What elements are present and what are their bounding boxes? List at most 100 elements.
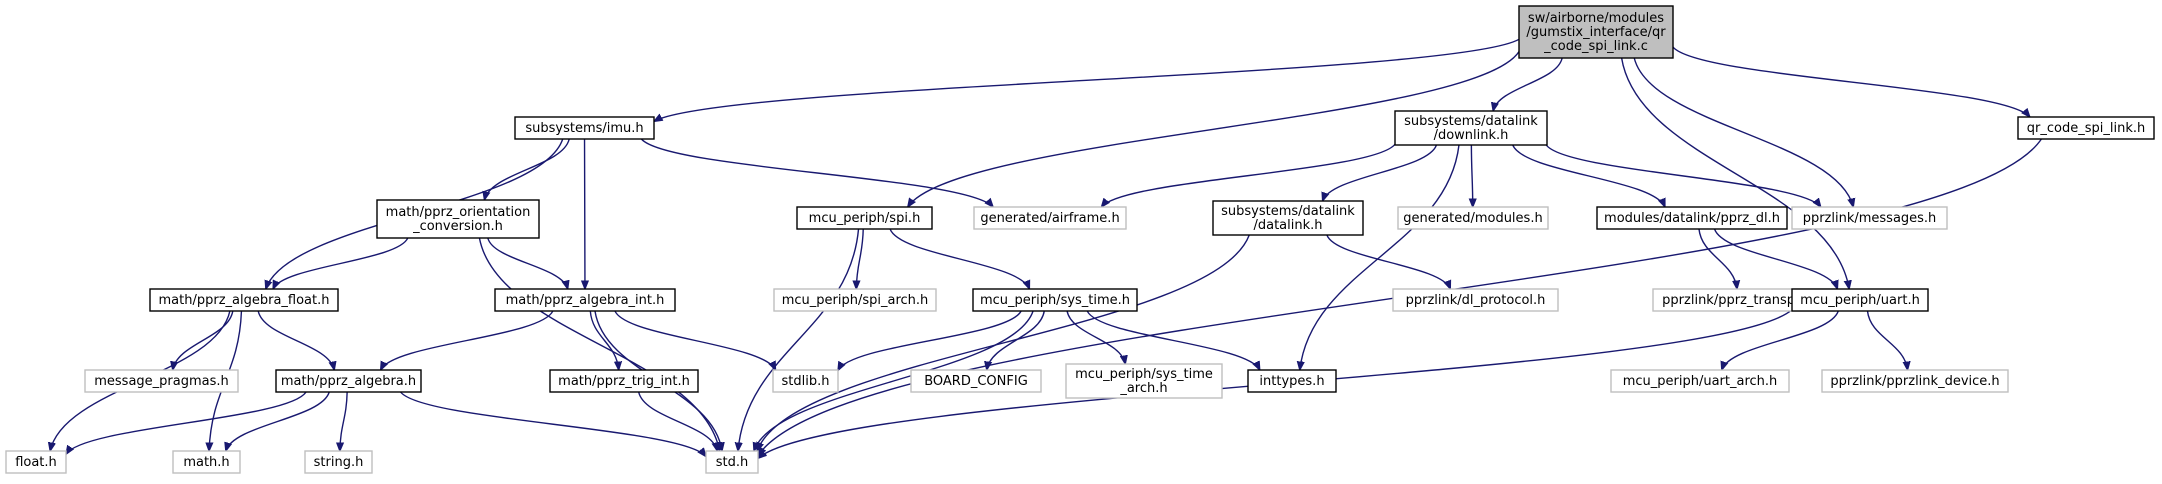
node-label-line: std.h	[716, 455, 749, 470]
node-label-line: math/pprz_orientation	[386, 205, 531, 220]
node-label-line: mcu_periph/sys_time	[1075, 367, 1213, 382]
edge-root-to-spi	[908, 51, 1520, 207]
node-pprz-transport: pprzlink/pprz_transport.h	[1652, 288, 1836, 312]
node-datalink[interactable]: subsystems/datalink/datalink.h	[1212, 200, 1364, 236]
node-label-line: generated/airframe.h	[980, 211, 1119, 226]
nodes-layer: sw/airborne/modules/gumstix_interface/qr…	[5, 5, 2155, 474]
edge-orient-to-alg-float	[273, 237, 409, 289]
node-label: math/pprz_algebra_int.h	[506, 293, 665, 308]
node-label-line: mcu_periph/spi.h	[809, 211, 921, 226]
node-box	[796, 206, 933, 230]
edge-algebra-to-math-h	[226, 391, 330, 451]
node-label: math/pprz_algebra_float.h	[159, 293, 330, 308]
node-label: generated/modules.h	[1403, 211, 1542, 226]
node-label-line: mcu_periph/sys_time.h	[980, 293, 1130, 308]
node-box	[1610, 369, 1790, 393]
node-label-line: subsystems/datalink	[1221, 204, 1355, 219]
node-board-config: BOARD_CONFIG	[910, 369, 1042, 393]
node-label: math/pprz_trig_int.h	[558, 374, 690, 389]
node-label-line: math/pprz_algebra_float.h	[159, 293, 330, 308]
node-algebra[interactable]: math/pprz_algebra.h	[275, 369, 422, 393]
node-box	[1791, 206, 1948, 230]
node-box	[275, 369, 422, 393]
node-label-line: /downlink.h	[1434, 128, 1509, 143]
node-label-line: math/pprz_algebra_int.h	[506, 293, 665, 308]
edge-alg-int-to-stdlib	[614, 310, 776, 370]
edge-imu-to-airframe	[640, 138, 993, 207]
node-box	[376, 199, 540, 239]
node-downlink[interactable]: subsystems/datalink/downlink.h	[1394, 110, 1548, 146]
node-box	[494, 288, 676, 312]
node-orient[interactable]: math/pprz_orientation_conversion.h	[376, 199, 540, 239]
node-stdlib: stdlib.h	[772, 369, 839, 393]
node-label: subsystems/datalink/downlink.h	[1404, 114, 1538, 143]
edge-trig-int-to-std-h	[637, 391, 718, 451]
node-box	[1821, 369, 2009, 393]
node-airframe: generated/airframe.h	[973, 206, 1127, 230]
edge-downlink-to-inttypes	[1300, 144, 1460, 370]
node-messages: pprzlink/messages.h	[1791, 206, 1948, 230]
node-label: string.h	[314, 455, 364, 470]
node-qr-h[interactable]: qr_code_spi_link.h	[2017, 116, 2155, 140]
node-label: pprzlink/pprz_transport.h	[1662, 293, 1826, 308]
node-modules: generated/modules.h	[1397, 206, 1549, 230]
edge-alg-float-to-algebra	[257, 310, 334, 370]
node-box	[972, 288, 1138, 312]
node-imu[interactable]: subsystems/imu.h	[514, 116, 655, 140]
node-box	[705, 450, 759, 474]
node-box	[2017, 116, 2155, 140]
node-label: mcu_periph/uart_arch.h	[1623, 374, 1778, 389]
node-spi[interactable]: mcu_periph/spi.h	[796, 206, 933, 230]
node-label-line: subsystems/imu.h	[525, 121, 643, 136]
edge-algebra-to-string-h	[340, 391, 348, 451]
node-trig-int[interactable]: math/pprz_trig_int.h	[549, 369, 699, 393]
node-label-line: _code_spi_link.c	[1543, 39, 1648, 54]
node-box	[910, 369, 1042, 393]
node-box	[1392, 288, 1559, 312]
edge-sys-time-to-sys-time-arch	[1066, 310, 1125, 364]
node-box	[973, 206, 1127, 230]
node-pprzlink-device: pprzlink/pprzlink_device.h	[1821, 369, 2009, 393]
node-root[interactable]: sw/airborne/modules/gumstix_interface/qr…	[1518, 5, 1674, 59]
node-alg-int[interactable]: math/pprz_algebra_int.h	[494, 288, 676, 312]
node-label-line: math/pprz_trig_int.h	[558, 374, 690, 389]
node-label-line: BOARD_CONFIG	[924, 374, 1028, 389]
edge-root-to-imu	[654, 38, 1520, 121]
node-label-line: mcu_periph/uart.h	[1800, 293, 1920, 308]
node-box	[1596, 206, 1788, 230]
edge-pprz-dl-to-pprz-transport	[1698, 228, 1737, 289]
node-label-line: string.h	[314, 455, 364, 470]
node-label: pprzlink/messages.h	[1803, 211, 1937, 226]
node-sys-time-arch: mcu_periph/sys_time_arch.h	[1065, 363, 1223, 399]
node-label-line: pprzlink/pprzlink_device.h	[1830, 374, 1999, 389]
node-box	[304, 450, 373, 474]
node-alg-float[interactable]: math/pprz_algebra_float.h	[149, 288, 339, 312]
node-label-line: mcu_periph/uart_arch.h	[1623, 374, 1778, 389]
node-box	[772, 369, 839, 393]
node-box	[773, 288, 937, 312]
node-string-h: string.h	[304, 450, 373, 474]
node-label: mcu_periph/uart.h	[1800, 293, 1920, 308]
edge-datalink-to-std-h	[757, 234, 1250, 451]
node-box	[149, 288, 339, 312]
node-label-line: message_pragmas.h	[94, 374, 229, 389]
node-label: mcu_periph/spi.h	[809, 211, 921, 226]
node-label: stdlib.h	[782, 374, 830, 389]
node-box	[1397, 206, 1549, 230]
node-box	[84, 369, 239, 393]
node-pprz-dl[interactable]: modules/datalink/pprz_dl.h	[1596, 206, 1788, 230]
node-label-line: pprzlink/dl_protocol.h	[1406, 293, 1546, 308]
edge-spi-to-spi-arch	[856, 228, 864, 289]
node-box	[1212, 200, 1364, 236]
edge-sys-time-to-stdlib	[838, 310, 1022, 370]
node-box	[1247, 369, 1337, 393]
node-box	[549, 369, 699, 393]
node-sys-time[interactable]: mcu_periph/sys_time.h	[972, 288, 1138, 312]
edge-datalink-to-dl-protocol	[1326, 234, 1450, 289]
node-std-h: std.h	[705, 450, 759, 474]
node-label: pprzlink/dl_protocol.h	[1406, 293, 1546, 308]
node-uart-arch: mcu_periph/uart_arch.h	[1610, 369, 1790, 393]
node-uart[interactable]: mcu_periph/uart.h	[1791, 288, 1929, 312]
node-inttypes[interactable]: inttypes.h	[1247, 369, 1337, 393]
edge-downlink-to-messages	[1545, 144, 1821, 207]
